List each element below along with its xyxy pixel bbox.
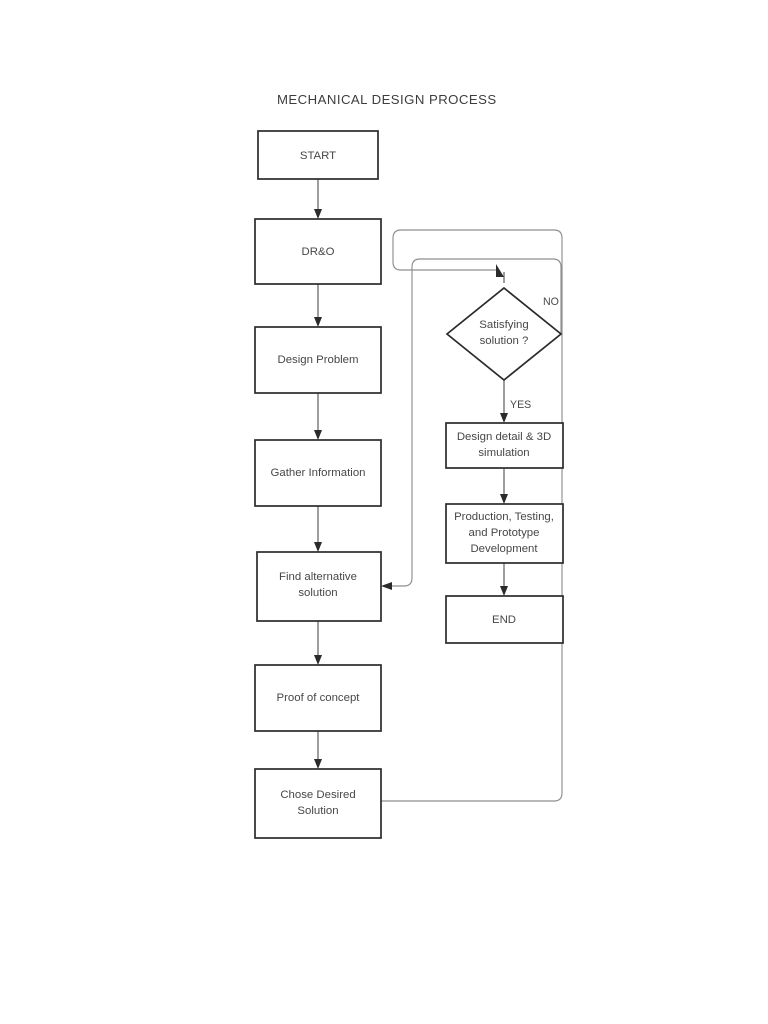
node-find-alternative-solution-label-line1: Find alternative (279, 571, 357, 583)
node-end-shape[interactable] (445, 595, 564, 644)
edge-problem-to-gather (314, 393, 322, 440)
node-design-detail-3d-simulation-shape[interactable] (445, 422, 564, 469)
node-find-alternative-solution-shape[interactable] (256, 551, 382, 622)
node-dro-shape[interactable] (254, 218, 382, 285)
node-design-problem-label: Design Problem (277, 354, 358, 366)
node-satisfying-solution-shape[interactable] (445, 286, 563, 382)
node-satisfying-solution-label-line1: Satisfying (479, 319, 528, 331)
node-chose-desired-solution[interactable]: Chose Desired Solution (254, 768, 382, 839)
edge-start-to-dro (314, 179, 322, 219)
page-title: MECHANICAL DESIGN PROCESS (277, 92, 497, 107)
node-end-label: END (492, 614, 516, 626)
edge-detail-to-production (500, 468, 508, 504)
node-design-problem-shape[interactable] (254, 326, 382, 394)
node-satisfying-solution-label-line2: solution ? (480, 335, 529, 347)
node-find-alternative-solution-label-line2: solution (298, 587, 337, 599)
node-satisfying-solution-decision[interactable]: Satisfying solution ? (445, 286, 563, 382)
node-chose-desired-solution-label-line2: Solution (297, 805, 338, 817)
edge-satisfying-no-to-alternative (381, 258, 562, 590)
branch-label-no: NO (543, 296, 559, 308)
node-design-detail-3d-simulation[interactable]: Design detail & 3D simulation (445, 422, 564, 469)
branch-label-yes: YES (510, 399, 531, 411)
node-gather-information-label: Gather Information (271, 467, 366, 479)
edge-chose-to-satisfying (381, 229, 563, 802)
edge-production-to-end (500, 563, 508, 596)
node-dro[interactable]: DR&O (254, 218, 382, 285)
edge-proof-to-chose (314, 731, 322, 769)
node-production-testing-prototype-label-line2: and Prototype (469, 527, 540, 539)
node-proof-of-concept-label: Proof of concept (277, 692, 361, 704)
node-production-testing-prototype-label-line3: Development (470, 543, 538, 555)
connector-layer (314, 179, 563, 802)
node-gather-information-shape[interactable] (254, 439, 382, 507)
node-design-problem[interactable]: Design Problem (254, 326, 382, 394)
node-design-detail-3d-simulation-label-line2: simulation (478, 447, 529, 459)
edge-gather-to-alternative (314, 506, 322, 552)
node-proof-of-concept[interactable]: Proof of concept (254, 664, 382, 732)
edge-satisfying-yes-to-detail (500, 380, 508, 423)
node-start-label: START (300, 150, 336, 162)
node-start-shape[interactable] (257, 130, 379, 180)
node-dro-label: DR&O (302, 246, 335, 258)
node-design-detail-3d-simulation-label-line1: Design detail & 3D (457, 431, 551, 443)
node-gather-information[interactable]: Gather Information (254, 439, 382, 507)
node-chose-desired-solution-shape[interactable] (254, 768, 382, 839)
node-end[interactable]: END (445, 595, 564, 644)
node-find-alternative-solution[interactable]: Find alternative solution (256, 551, 382, 622)
node-chose-desired-solution-label-line1: Chose Desired (280, 789, 355, 801)
node-production-testing-prototype-shape[interactable] (445, 503, 564, 564)
node-production-testing-prototype-label-line1: Production, Testing, (454, 511, 554, 523)
node-start[interactable]: START (257, 130, 379, 180)
node-proof-of-concept-shape[interactable] (254, 664, 382, 732)
edge-dro-to-problem (314, 284, 322, 327)
node-production-testing-prototype[interactable]: Production, Testing, and Prototype Devel… (445, 503, 564, 564)
edge-alternative-to-proof (314, 621, 322, 665)
